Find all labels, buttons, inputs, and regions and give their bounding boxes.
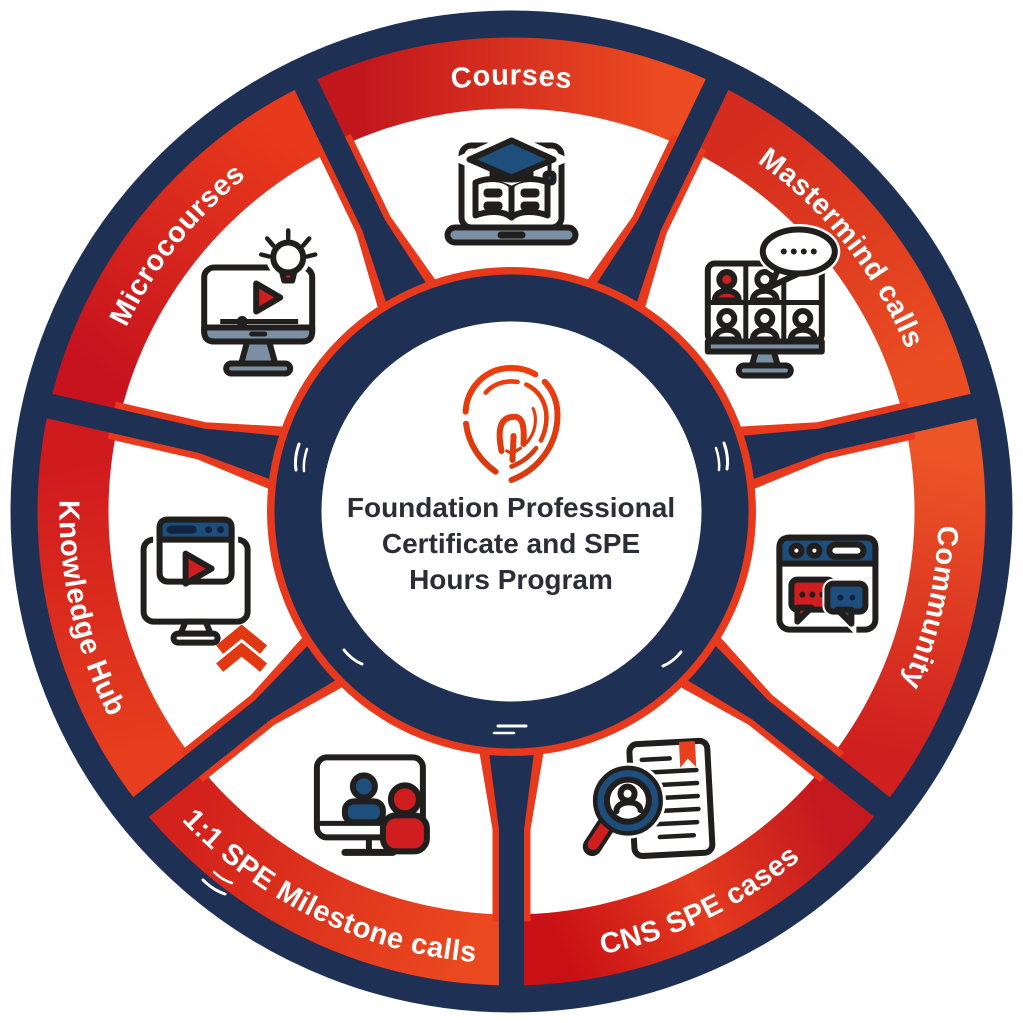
program-title: Foundation Professional Certificate and … xyxy=(347,492,675,595)
center-circle xyxy=(321,321,702,702)
segment-divider xyxy=(283,56,447,338)
laptop-book-graduation-icon xyxy=(448,141,576,243)
title-line-2: Certificate and SPE xyxy=(382,528,640,559)
segment-band xyxy=(686,61,998,422)
title-line-3: Hours Program xyxy=(409,564,613,595)
segment-band xyxy=(25,61,337,422)
forum-chat-icon xyxy=(779,538,875,630)
one-on-one-call-icon xyxy=(317,757,427,852)
segment-label: Courses xyxy=(449,59,574,95)
title-line-1: Foundation Professional xyxy=(347,492,675,523)
segment-band xyxy=(121,762,512,1011)
outer-ring xyxy=(10,10,1013,1013)
center-ring-outline xyxy=(267,267,756,756)
segment-band xyxy=(511,762,902,1011)
segment-divider xyxy=(655,618,910,833)
segment-divider xyxy=(576,56,740,338)
segment-divider xyxy=(22,388,317,492)
segment-divider xyxy=(484,717,539,1011)
segment-divider xyxy=(706,388,1001,492)
paint-streaks xyxy=(201,441,730,896)
segment-dividers xyxy=(22,56,1001,1011)
fingerprint-icon xyxy=(462,364,561,483)
wheel-rings xyxy=(10,10,1013,1013)
segment-divider xyxy=(113,618,368,833)
